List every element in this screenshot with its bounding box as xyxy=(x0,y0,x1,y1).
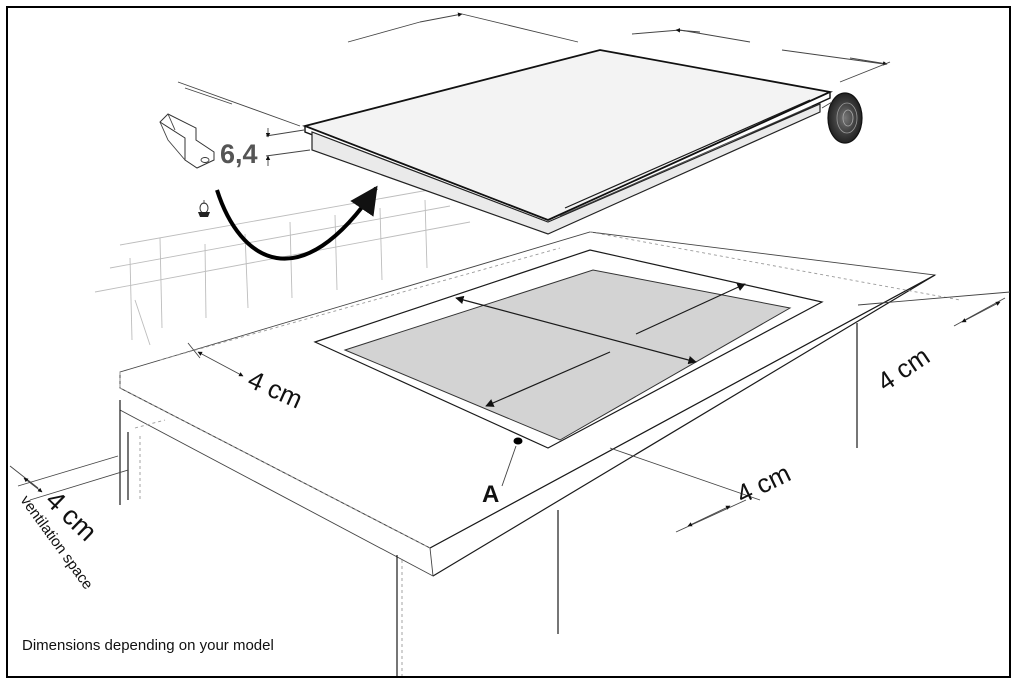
height-dimension xyxy=(265,128,311,166)
insertion-arrow xyxy=(215,185,378,261)
sealing-tape-reel xyxy=(821,92,863,144)
front-clearance-dimension xyxy=(609,447,761,533)
hob-appliance xyxy=(302,49,833,235)
right-clearance-label: 4 cm xyxy=(872,341,935,397)
footnote: Dimensions depending on your model xyxy=(22,637,274,654)
height-label: 6,4 xyxy=(220,139,258,169)
ventilation-gap-dimension xyxy=(9,455,129,501)
diagram-frame xyxy=(6,6,1011,678)
mounting-bracket-icon xyxy=(159,113,215,169)
point-a-label: A xyxy=(482,481,499,508)
cabinet xyxy=(119,323,858,676)
worktop xyxy=(119,231,961,577)
wall-tile-grid xyxy=(94,187,471,346)
right-clearance-dimension xyxy=(857,291,1011,327)
worktop-cutout xyxy=(313,249,824,449)
hob-dimension-lines xyxy=(177,12,891,127)
cutout-dimension-arrows xyxy=(455,283,746,407)
screw-icon xyxy=(198,200,210,217)
front-clearance-label: 4 cm xyxy=(731,458,795,510)
left-clearance-label: 4 cm xyxy=(244,364,308,414)
point-a-marker xyxy=(501,437,523,487)
left-clearance-dimension xyxy=(187,342,244,377)
